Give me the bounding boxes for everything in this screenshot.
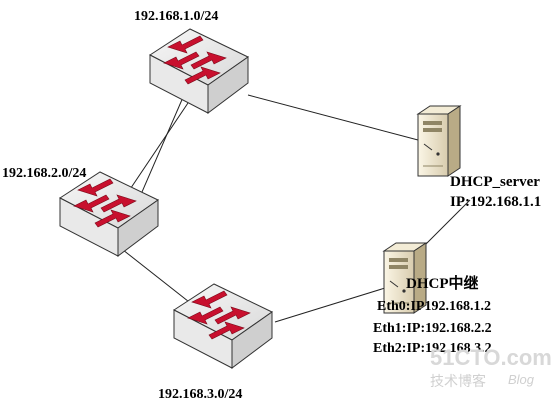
relay-eth1: Eth1:IP:192.168.2.2 [373,321,492,336]
links [107,94,471,323]
watermark-tagline: 技术博客 [430,373,486,390]
link-sw1-server [247,94,419,141]
server-name: DHCP_server [450,174,540,190]
relay-eth0: Eth0:IP192.168.1.2 [377,299,491,314]
subnet-label-3: 192.168.3.0/24 [158,387,242,402]
relay-name: DHCP中继 [406,274,479,292]
subnet-label-1: 192.168.1.0/24 [134,9,218,24]
switch-192-168-2-0 [59,171,159,257]
relay-eth2: Eth2:IP:192.168.3.2 [373,341,492,356]
subnet-label-2: 192.168.2.0/24 [2,166,86,181]
dhcp-server-icon [417,105,461,177]
watermark: 51CTO.com 技术博客 Blog [430,345,552,390]
switch-192-168-3-0 [173,283,273,369]
watermark-blog: Blog [508,372,535,387]
link-server-relay [425,199,471,245]
link-sw3-relay [274,287,386,323]
switch-192-168-1-0 [149,28,249,114]
server-ip: IP:192.168.1.1 [450,194,541,210]
watermark-site: 51CTO.com [430,345,552,370]
